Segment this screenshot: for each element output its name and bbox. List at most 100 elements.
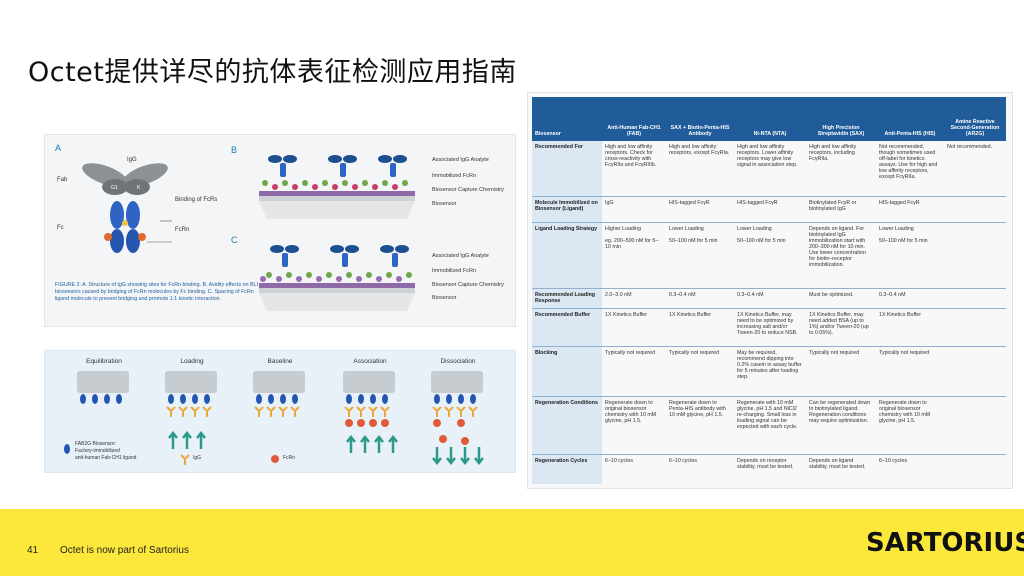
panel-label-b: B	[231, 145, 238, 155]
row-label: Regeneration Cycles	[532, 454, 602, 484]
footer-band	[0, 509, 1024, 576]
spaced-ligand-biosensor-diagram	[259, 245, 415, 311]
table-row: Molecule Immobilized on Biosensor (Ligan…	[532, 196, 1006, 223]
row-label: Blocking	[532, 346, 602, 397]
table-cell: 6–10 cycles	[879, 457, 907, 464]
table-cell: 2.0–3.0 nM	[602, 288, 666, 309]
header-sax: High Precision Streptavidin (SAX)	[806, 97, 876, 141]
binding-label: Binding of FcRs	[175, 197, 218, 203]
row-label: Recommended Loading Response	[532, 288, 602, 309]
step-baseline: Baseline	[267, 358, 293, 365]
table-cell: Higher Loading eg. 200–500 nM for 5–10 m…	[602, 222, 666, 289]
table-cell: Regenerate down to original biosensor ch…	[876, 396, 944, 455]
table-cell: Biotinylated FcγR or biotinylated IgG	[806, 196, 876, 223]
header-sax-penta-his: SAX + Biotin-Penta-HIS Antibody	[666, 97, 734, 141]
table-row: Ligand Loading Strategy Higher Loading e…	[532, 222, 1006, 289]
panel-label-c: C	[231, 235, 238, 245]
table-cell: Depends on ligand. For biotinylated IgG …	[806, 222, 876, 289]
table-header-row: Biosensor Anti-Human Fab-CH1 (FAB) SAX +…	[532, 97, 1006, 141]
table-cell	[944, 196, 1006, 223]
table-cell: 1X Kinetics Buffer	[602, 308, 666, 347]
header-fab: Anti-Human Fab-CH1 (FAB)	[602, 97, 666, 141]
legend-c-analyte: Associated IgG Analyte	[432, 253, 489, 259]
legend-c-capture: Biosensor Capture Chemistry	[432, 282, 504, 288]
row-label: Recommended For	[532, 141, 602, 197]
header-nta: Ni-NTA (NTA)	[734, 97, 806, 141]
table-cell: Lower Loading 50–100 nM for 5 min	[734, 222, 806, 289]
table-cell: 6–10 cycles	[669, 457, 697, 464]
legend-fcrn: FcRn	[283, 455, 295, 461]
row-label: Regeneration Conditions	[532, 396, 602, 455]
table-cell: Not recommended, though sometimes used o…	[876, 141, 944, 197]
assay-steps-figure: Equilibration Loading Baseline Associati…	[44, 350, 516, 473]
biosensor-guide-table-panel: Biosensor Anti-Human Fab-CH1 (FAB) SAX +…	[527, 92, 1013, 489]
table-row: Recommended For High and low affinity re…	[532, 141, 1006, 197]
table-row: Blocking Typically not required Typicall…	[532, 346, 1006, 397]
slide-title: Octet提供详尽的抗体表征检测应用指南	[28, 57, 517, 88]
table-cell: 1X Kinetics Buffer, may need to be optim…	[734, 308, 806, 347]
table-cell: 1X Kinetics Buffer, may need added BSA (…	[806, 308, 876, 347]
legend-biosensor-line1: FAB2G Biosensor:	[75, 441, 117, 447]
sartorius-logo: SARTORIUS	[866, 528, 1024, 558]
table-cell	[944, 308, 1006, 347]
table-cell: High and low affinity receptors. Lower a…	[734, 141, 806, 197]
legend-b-fcrn: Immobilized FcRn	[432, 173, 477, 179]
legend-b-biosensor: Biosensor	[432, 201, 457, 207]
table-cell	[944, 288, 1006, 309]
table-cell: Depends on receptor stability, must be t…	[737, 457, 794, 470]
header-biosensor: Biosensor	[532, 97, 602, 141]
table-cell: 1X Kinetics Buffer	[666, 308, 734, 347]
table-cell: HIS-tagged FcγR	[876, 196, 944, 223]
page-number: 41	[27, 545, 39, 556]
table-cell: Typically not required	[602, 346, 666, 397]
table-cell: Depends on ligand stability, must be tes…	[809, 457, 866, 470]
table-cell: Typically not required	[876, 346, 944, 397]
table-cell: High and low affinity receptors, except …	[666, 141, 734, 197]
table-row: Recommended Buffer 1X Kinetics Buffer 1X…	[532, 308, 1006, 347]
table-cell: High and low affinity receptors. Check f…	[602, 141, 666, 197]
table-row: Recommended Loading Response 2.0–3.0 nM …	[532, 288, 1006, 309]
legend-b-capture: Biosensor Capture Chemistry	[432, 187, 504, 193]
table-cell	[944, 346, 1006, 397]
step-loading: Loading	[180, 358, 204, 365]
table-cell: 6–10 cycles	[605, 457, 633, 464]
table-cell: IgG	[602, 196, 666, 223]
table-cell	[944, 396, 1006, 455]
table-cell: Lower Loading 50–100 nM for 5 min	[666, 222, 734, 289]
table-cell: Regenerate down to original biosensor ch…	[602, 396, 666, 455]
table-cell: Typically not required	[806, 346, 876, 397]
table-cell: HIS-tagged FcγR	[666, 196, 734, 223]
table-cell	[944, 222, 1006, 289]
table-cell: Must be optimized.	[806, 288, 876, 309]
svg-text:K: K	[137, 185, 141, 191]
legend-biosensor-line2: Factory-immobilized	[75, 448, 120, 454]
table-cell: Not recommended.	[944, 141, 1006, 197]
fc-label: Fc	[57, 225, 64, 231]
table-cell: Lower Loading 50–100 nM for 5 min	[876, 222, 944, 289]
igg-structure-figure: A B C IgG Fab Fc Binding of FcRs FcRn G1…	[44, 134, 516, 327]
table-row: Regeneration Cycles 6–10 cycles 6–10 cyc…	[532, 454, 1006, 484]
table-cell: Can be regenerated down to biotinylated …	[806, 396, 876, 455]
table-cell: Regenerate down to Penta-HIS antibody wi…	[666, 396, 734, 455]
fab-label: Fab	[57, 177, 68, 183]
igg-label: IgG	[127, 157, 137, 163]
table-cell	[944, 454, 1006, 484]
assay-steps-diagram	[64, 371, 484, 466]
table-cell: 0.3–0.4 nM	[876, 288, 944, 309]
table-cell: HIS-tagged FcγR	[734, 196, 806, 223]
header-his: Anti-Penta-HIS (HIS)	[876, 97, 944, 141]
table-cell: 0.3–0.4 nM	[666, 288, 734, 309]
biosensor-guide-table: Biosensor Anti-Human Fab-CH1 (FAB) SAX +…	[532, 97, 1006, 484]
step-association: Association	[353, 358, 387, 365]
legend-biosensor-line3: anti-human Fab-CH1 ligand	[75, 455, 137, 461]
step-dissociation: Dissociation	[440, 358, 476, 365]
igg-molecule-diagram: G1 K	[82, 163, 172, 253]
table-cell: 1X Kinetics Buffer	[876, 308, 944, 347]
row-label: Molecule Immobilized on Biosensor (Ligan…	[532, 196, 602, 223]
fcrn-label: FcRn	[175, 227, 190, 233]
legend-b-analyte: Associated IgG Analyte	[432, 157, 489, 163]
table-cell: May be required, recommend dipping into …	[734, 346, 806, 397]
panel-label-a: A	[55, 143, 62, 153]
table-cell: Typically not required	[666, 346, 734, 397]
avidity-biosensor-diagram	[259, 155, 415, 219]
